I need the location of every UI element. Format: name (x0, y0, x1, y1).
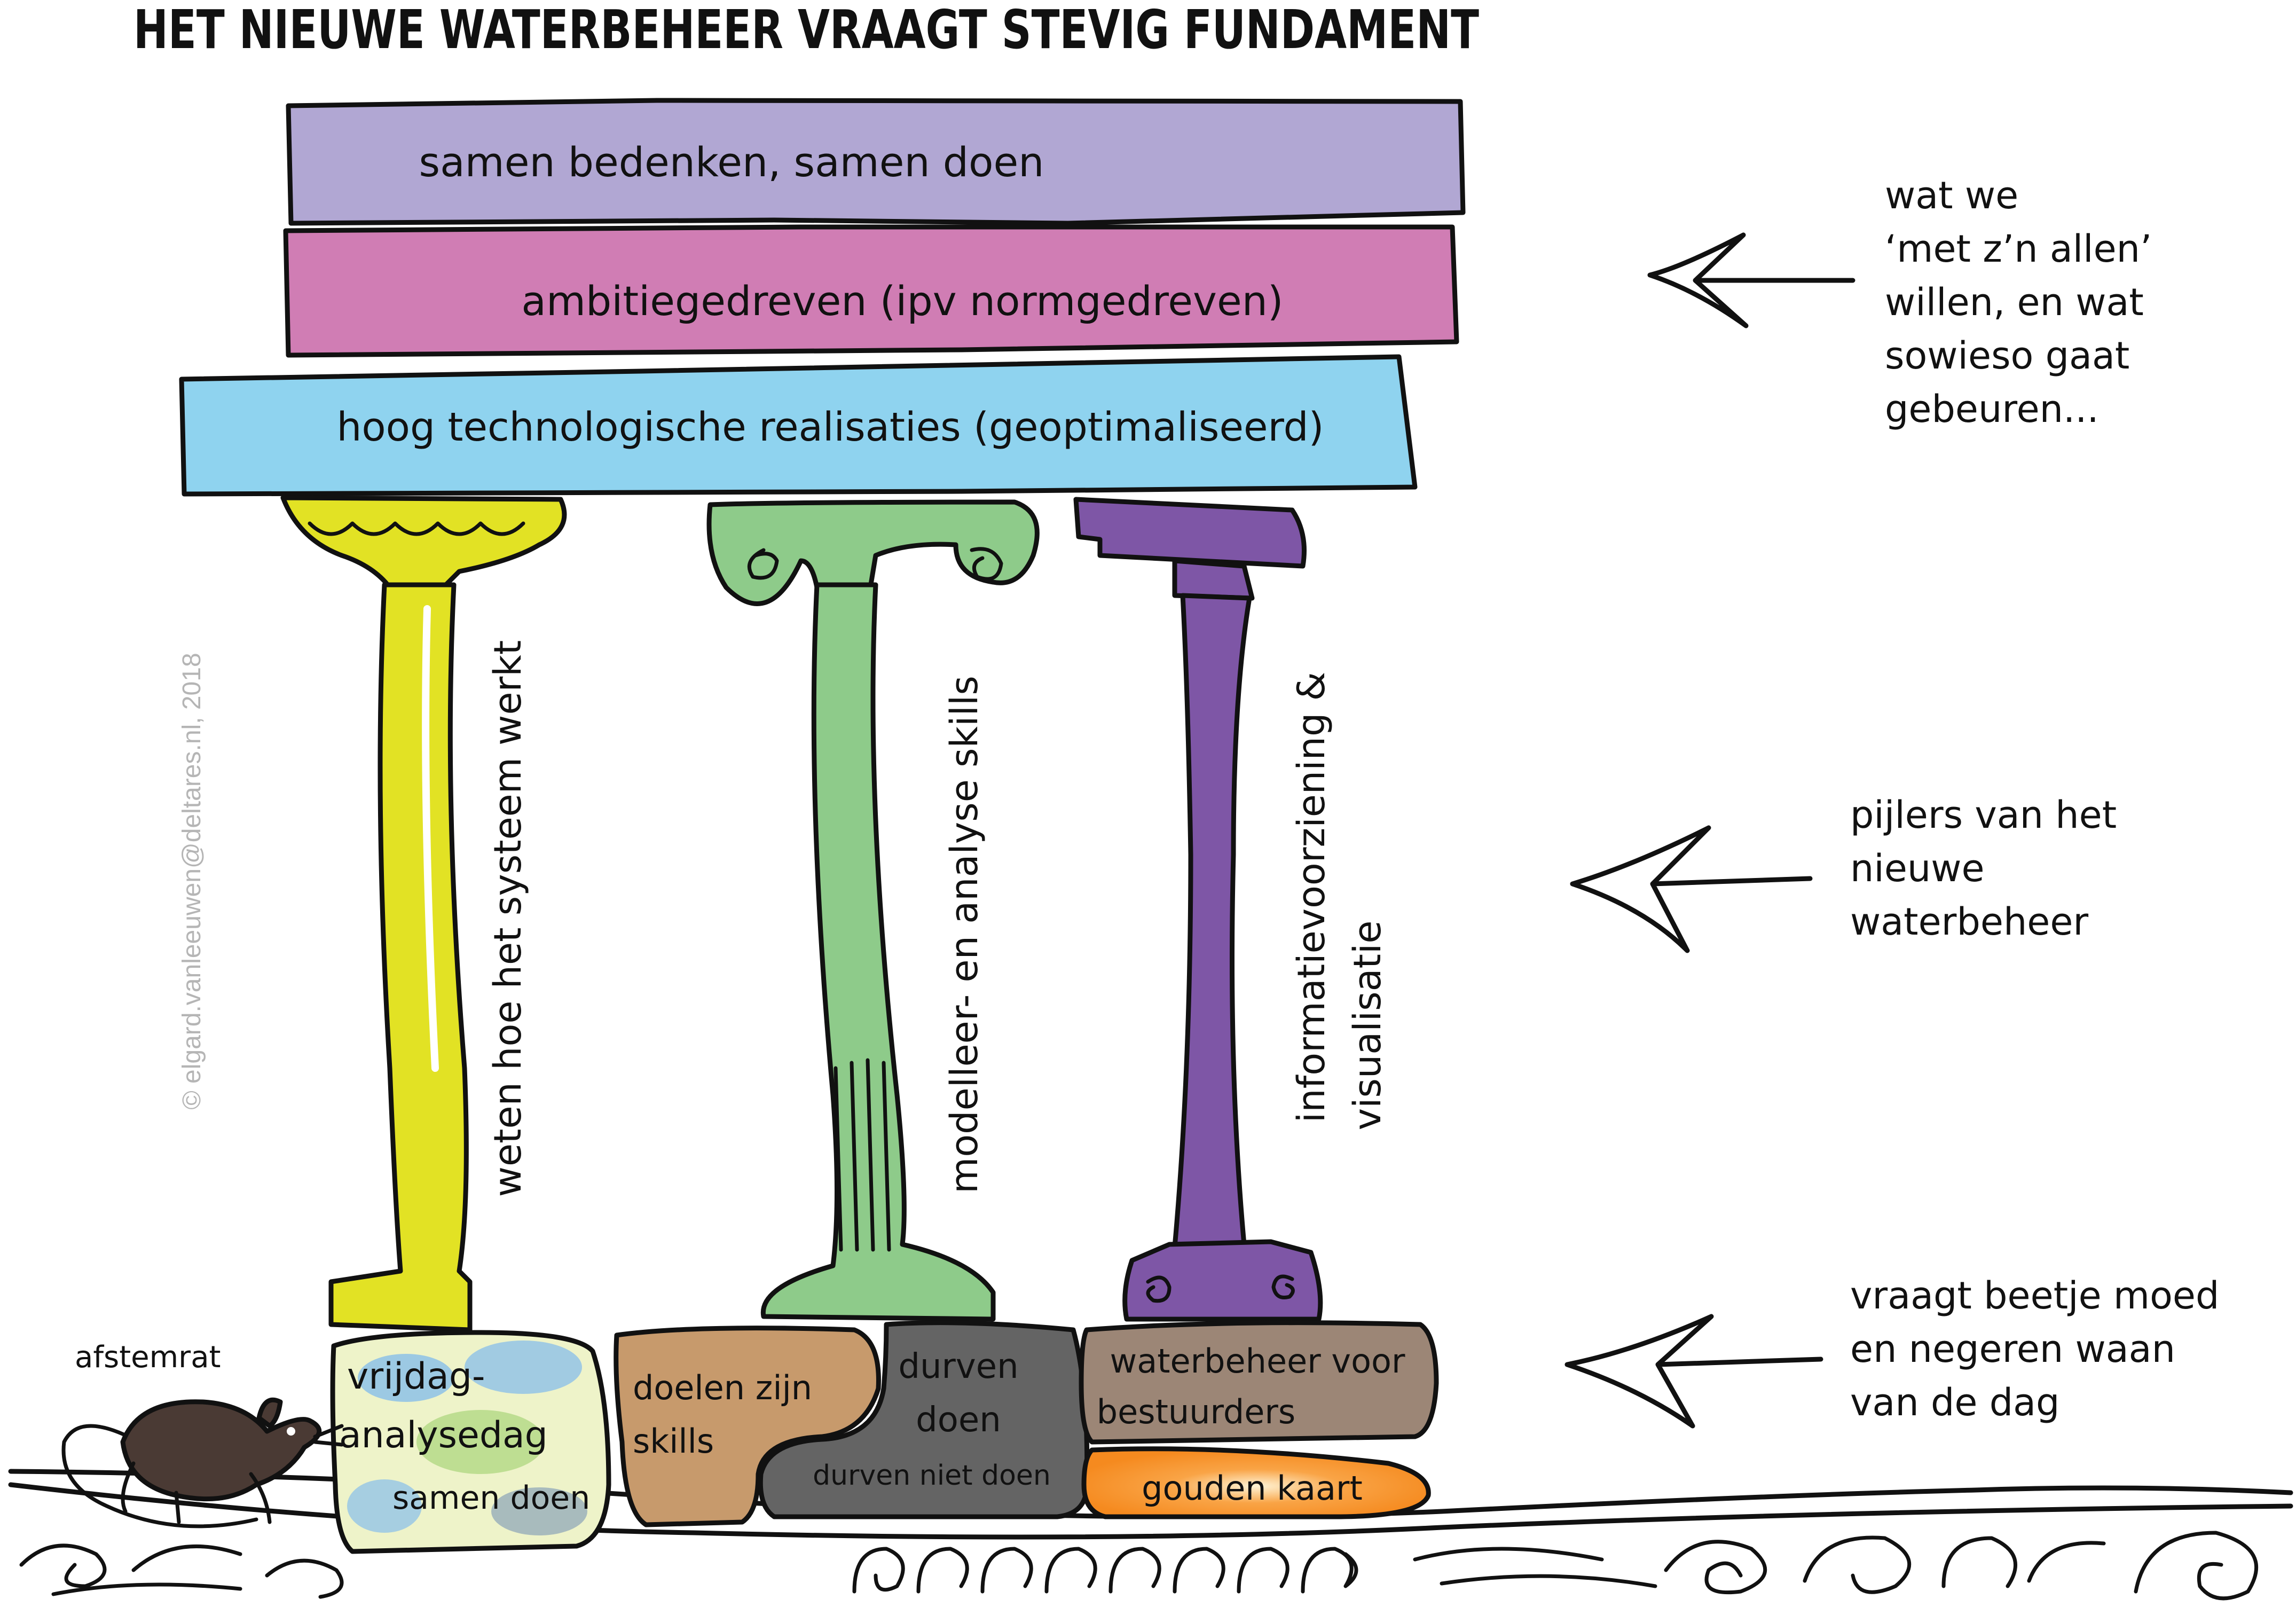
stone-vrijdag-spot-3 (416, 1410, 545, 1474)
pillar-informatie-scroll-left (1146, 1275, 1171, 1303)
pillar-systeem-highlight (422, 605, 439, 1072)
stone-doelen-shape (614, 1326, 881, 1527)
stone-waterbeheer-label-1: waterbeheer voor (1110, 1342, 1405, 1381)
rat-ear (256, 1397, 283, 1429)
annotation-top: wat we ‘met z’n allen’ willen, en wat so… (1885, 174, 2152, 431)
roof-band-technologie-label: hoog technologische realisaties (geoptim… (337, 404, 1324, 450)
copyright-notice: © elgard.vanleeuwen@deltares.nl, 2018 (178, 653, 206, 1109)
annotation-middle: pijlers van het nieuwe waterbeheer (1850, 793, 2117, 944)
annotation-bottom-line-1: vraagt beetje moed (1850, 1274, 2219, 1318)
rat-tail (61, 1424, 258, 1528)
pillar-modelleer: modelleer- en analyse skills (706, 499, 1040, 1322)
stone-vrijdag-spot-2 (465, 1341, 582, 1394)
annotation-middle-line-1: pijlers van het (1850, 793, 2117, 837)
pillar-systeem-label: weten hoe het systeem werkt (486, 640, 530, 1197)
annotation-top-line-3: willen, en wat (1885, 280, 2144, 324)
pillar-informatie-label-1: informatievoorziening & (1289, 672, 1333, 1123)
pillar-systeem-scallops (308, 521, 525, 536)
annotation-top-line-2: ‘met z’n allen’ (1885, 227, 2152, 271)
rat: afstemrat (61, 1340, 344, 1528)
stone-gouden-label: gouden kaart (1142, 1469, 1363, 1508)
pillar-informatie-base (1122, 1239, 1323, 1322)
stone-durven-label-2: doen (916, 1400, 1001, 1440)
annotation-middle-line-2: nieuwe (1850, 846, 1985, 890)
pillar-modelleer-volute-left (747, 548, 779, 580)
stone-gouden-shape (1081, 1446, 1431, 1519)
stone-vrijdag-spot-5 (491, 1487, 587, 1535)
stone-waterbeheer: waterbeheer voor bestuurders (1079, 1320, 1439, 1445)
roof-band-samen-label: samen bedenken, samen doen (419, 138, 1044, 186)
annotation-top-line-1: wat we (1885, 174, 2018, 217)
annotation-middle-line-3: waterbeheer (1850, 900, 2088, 944)
stone-vrijdag: vrijdag- analysedag samen doen (330, 1330, 611, 1554)
annotation-top-line-4: sowieso gaat (1885, 334, 2129, 378)
pillar-informatie-label-2: visualisatie (1346, 921, 1389, 1131)
annotation-bottom-line-2: en negeren waan (1850, 1327, 2175, 1371)
annotation-bottom: vraagt beetje moed en negeren waan van d… (1850, 1274, 2219, 1424)
annotation-bottom-line-3: van de dag (1850, 1381, 2059, 1424)
stone-doelen-label-2: skills (633, 1422, 714, 1461)
roof-band-ambitie: ambitiegedreven (ipv normgedreven) (283, 224, 1459, 358)
roof-band-samen: samen bedenken, samen doen (286, 98, 1466, 226)
ground-swirls-right (1413, 1531, 2259, 1601)
arrow-top-icon (1647, 232, 1855, 328)
stone-vrijdag-spot-4 (347, 1479, 422, 1533)
pillar-modelleer-capital (706, 499, 1040, 606)
pillar-informatie-scroll-right (1271, 1274, 1295, 1299)
rat-body (120, 1399, 322, 1502)
stone-waterbeheer-label-2: bestuurders (1097, 1392, 1295, 1431)
stone-durven-label-1: durven (898, 1347, 1018, 1386)
pillar-systeem-shaft (328, 582, 473, 1332)
pillar-modelleer-flutes (834, 1058, 891, 1252)
pillar-informatie-capital (1073, 497, 1307, 569)
stone-vrijdag-label-1: vrijdag- (347, 1355, 485, 1398)
rat-label: afstemrat (75, 1340, 221, 1375)
arrow-middle-icon (1570, 825, 1813, 953)
roof-band-samen-shape (286, 98, 1466, 226)
roof-band-technologie: hoog technologische realisaties (geoptim… (179, 354, 1418, 497)
rat-legs (121, 1461, 272, 1524)
roof-band-ambitie-shape (283, 224, 1459, 358)
stone-waterbeheer-shape (1079, 1320, 1439, 1445)
rat-eye (287, 1427, 295, 1436)
pillar-systeem: weten hoe het systeem werkt (280, 495, 567, 1332)
ground-swirls-center (852, 1547, 1358, 1594)
stone-gouden: gouden kaart (1081, 1446, 1431, 1519)
stone-doelen-label-1: doelen zijn (633, 1368, 812, 1407)
roof-band-technologie-shape (179, 354, 1418, 497)
annotation-top-line-5: gebeuren... (1885, 387, 2099, 431)
stone-durven: durven doen durven niet doen (758, 1320, 1090, 1519)
roof-band-ambitie-label: ambitiegedreven (ipv normgedreven) (521, 277, 1283, 325)
stone-vrijdag-label-3: samen doen (392, 1479, 590, 1517)
stone-durven-shape (758, 1320, 1090, 1519)
ground-swirls-left (19, 1543, 344, 1599)
rat-whiskers (313, 1424, 344, 1447)
arrow-bottom-icon (1564, 1314, 1823, 1429)
stone-durven-label-3: durven niet doen (813, 1460, 1051, 1492)
diagram-title: HET NIEUWE WATERBEHEER VRAAGT STEVIG FUN… (133, 0, 1479, 61)
stone-doelen: doelen zijn skills (614, 1326, 881, 1527)
pillar-modelleer-volute-right (970, 547, 1003, 581)
stone-vrijdag-spot-1 (358, 1354, 454, 1402)
pillar-systeem-capital (280, 495, 567, 590)
pillar-modelleer-label: modelleer- en analyse skills (942, 676, 986, 1194)
stone-vrijdag-label-2: analysedag (339, 1414, 548, 1456)
pillar-modelleer-shaft (760, 582, 996, 1322)
pillar-informatie: informatievoorziening & visualisatie (1073, 497, 1389, 1322)
pillar-informatie-neck (1172, 558, 1255, 601)
pillar-informatie-shaft (1172, 593, 1252, 1250)
